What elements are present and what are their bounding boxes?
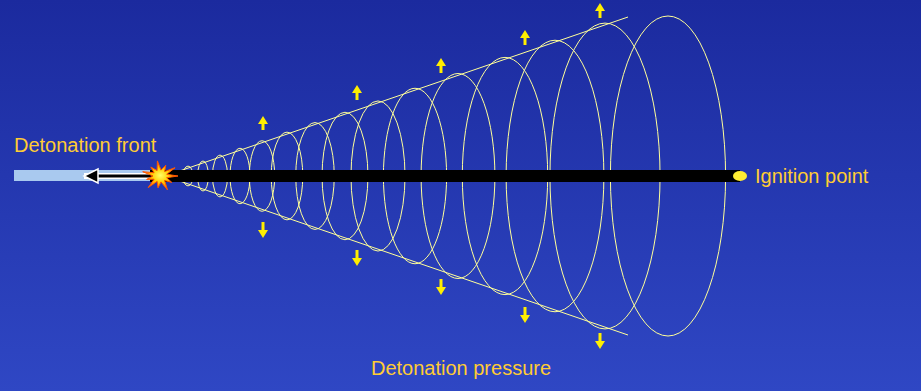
cone-line (165, 17, 628, 176)
burnt-cord (150, 170, 740, 182)
ignition-label: Ignition point (755, 165, 868, 188)
cone-line (165, 176, 628, 335)
front-arrow-head (84, 169, 98, 183)
pressure-arrow (595, 3, 605, 18)
pressure-arrows (258, 3, 605, 349)
pressure-arrow (520, 307, 530, 323)
pressure-arrow (258, 222, 268, 238)
pressure-arrow (436, 279, 446, 295)
ignition-dot (733, 171, 747, 181)
pressure-label: Detonation pressure (371, 357, 551, 380)
pressure-arrow (258, 116, 268, 130)
front-label: Detonation front (14, 134, 156, 157)
front-arrow-shaft (95, 175, 152, 178)
explosion-burst (143, 161, 178, 190)
pressure-arrow (352, 85, 362, 100)
pressure-arrow (352, 250, 362, 266)
pressure-arrow (520, 30, 530, 45)
pressure-arrow (595, 333, 605, 349)
pressure-arrow (436, 58, 446, 73)
